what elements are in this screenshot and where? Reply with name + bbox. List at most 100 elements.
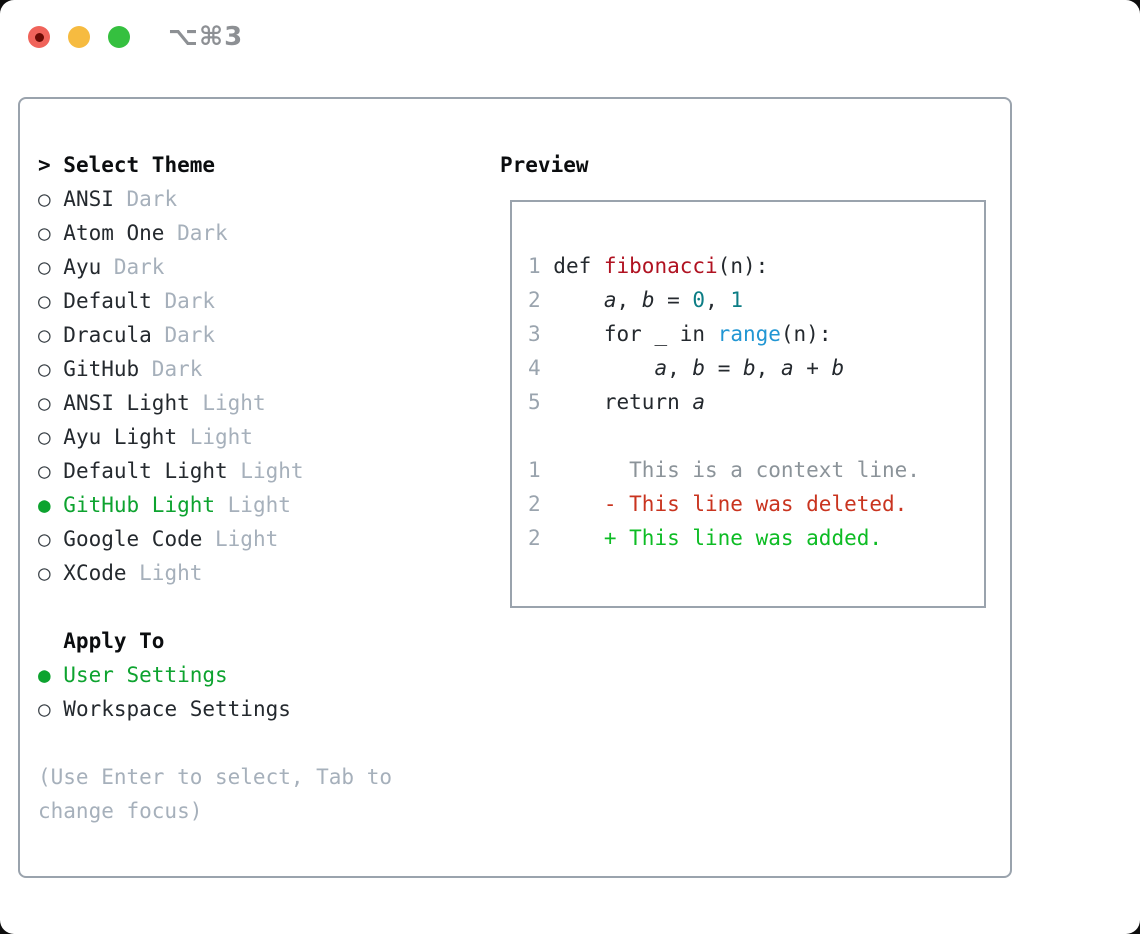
apply-option-user-settings[interactable]: ● User Settings <box>38 658 392 692</box>
theme-variant-label: Light <box>177 425 253 449</box>
code-token: fibonacci <box>603 254 718 278</box>
selected-radio-icon: ● <box>38 663 64 687</box>
code-token: range <box>717 322 781 346</box>
theme-item-default-light[interactable]: ○ Default Light Light <box>38 454 392 488</box>
theme-item-github-light[interactable]: ● GitHub Light Light <box>38 488 392 522</box>
hint-line: change focus) <box>38 799 203 823</box>
theme-selector-column: > Select Theme ○ ANSI Dark○ Atom One Dar… <box>38 148 392 828</box>
code-token: b <box>641 288 655 312</box>
titlebar: ⌥⌘3 <box>0 0 1140 74</box>
line-number: 2 <box>528 526 554 550</box>
radio-icon: ○ <box>38 425 64 449</box>
theme-variant-label: Light <box>215 493 291 517</box>
theme-name: Ayu Light <box>63 425 178 449</box>
theme-item-dracula[interactable]: ○ Dracula Dark <box>38 318 392 352</box>
theme-variant-label: Dark <box>113 187 178 211</box>
code-token: a <box>654 356 668 380</box>
code-token: b <box>831 356 845 380</box>
theme-variant-label: Light <box>126 561 203 585</box>
theme-picker-panel: > Select Theme ○ ANSI Dark○ Atom One Dar… <box>18 97 1012 878</box>
radio-icon: ○ <box>38 323 64 347</box>
code-token: + This line was added. <box>553 526 883 550</box>
code-token: b <box>692 356 706 380</box>
code-token: + <box>793 356 832 380</box>
theme-name: ANSI <box>63 187 114 211</box>
theme-variant-label: Dark <box>101 255 165 279</box>
theme-name: GitHub <box>63 357 140 381</box>
maximize-button[interactable] <box>108 26 130 48</box>
theme-item-atom-one[interactable]: ○ Atom One Dark <box>38 216 392 250</box>
code-token: (n): <box>717 254 769 278</box>
theme-item-ansi-light[interactable]: ○ ANSI Light Light <box>38 386 392 420</box>
spacer <box>38 726 392 760</box>
code-token: = <box>654 288 693 312</box>
code-token: def <box>553 254 604 278</box>
hint-text: (Use Enter to select, Tab to change focus… <box>38 760 392 828</box>
theme-variant-label: Dark <box>151 289 216 313</box>
code-token: 1 <box>730 288 744 312</box>
theme-list: ○ ANSI Dark○ Atom One Dark○ Ayu Dark○ De… <box>38 182 392 590</box>
minimize-button[interactable] <box>68 26 90 48</box>
theme-name: Dracula <box>63 323 152 347</box>
radio-icon: ○ <box>38 391 64 415</box>
apply-to-list: ● User Settings○ Workspace Settings <box>38 658 392 726</box>
code-line: 2 + This line was added. <box>528 521 972 555</box>
theme-name: Ayu <box>63 255 102 279</box>
code-line: 2 - This line was deleted. <box>528 487 972 521</box>
line-number: 1 <box>528 254 554 278</box>
theme-variant-label: Dark <box>151 323 216 347</box>
close-button[interactable] <box>28 26 50 48</box>
theme-item-ansi[interactable]: ○ ANSI Dark <box>38 182 392 216</box>
code-token: a <box>780 356 794 380</box>
theme-name: ANSI Light <box>63 391 190 415</box>
preview-header: Preview <box>500 153 589 177</box>
close-dot-icon <box>34 32 44 42</box>
code-token: 0 <box>692 288 706 312</box>
code-line: 4 a, b = b, a + b <box>528 351 972 385</box>
focus-caret-icon: > <box>38 153 64 177</box>
theme-item-ayu-light[interactable]: ○ Ayu Light Light <box>38 420 392 454</box>
code-token <box>553 356 654 380</box>
code-line: 5 return a <box>528 385 972 419</box>
theme-name: Google Code <box>63 527 203 551</box>
radio-icon: ○ <box>38 289 64 313</box>
line-number: 2 <box>528 288 554 312</box>
theme-item-default[interactable]: ○ Default Dark <box>38 284 392 318</box>
line-number: 4 <box>528 356 554 380</box>
line-number: 1 <box>528 458 554 482</box>
hint-line: (Use Enter to select, Tab to <box>38 765 393 789</box>
theme-item-xcode[interactable]: ○ XCode Light <box>38 556 392 590</box>
code-line: 3 for _ in range(n): <box>528 317 972 351</box>
code-token: This is a context line. <box>553 458 920 482</box>
line-number: 2 <box>528 492 554 516</box>
radio-icon: ○ <box>38 527 64 551</box>
apply-option-workspace-settings[interactable]: ○ Workspace Settings <box>38 692 392 726</box>
theme-variant-label: Dark <box>139 357 203 381</box>
radio-icon: ○ <box>38 697 64 721</box>
theme-item-github[interactable]: ○ GitHub Dark <box>38 352 392 386</box>
radio-icon: ○ <box>38 459 64 483</box>
theme-variant-label: Light <box>227 459 304 483</box>
code-token: , <box>705 288 731 312</box>
radio-icon: ○ <box>38 357 64 381</box>
radio-icon: ○ <box>38 561 64 585</box>
spacer <box>38 590 392 624</box>
code-token: - This line was deleted. <box>553 492 908 516</box>
theme-item-ayu[interactable]: ○ Ayu Dark <box>38 250 392 284</box>
theme-name: Atom One <box>63 221 165 245</box>
code-token: for _ in <box>553 322 718 346</box>
theme-variant-label: Light <box>189 391 266 415</box>
code-token: , <box>755 356 781 380</box>
code-line: 2 a, b = 0, 1 <box>528 283 972 317</box>
apply-option-label: Workspace Settings <box>63 697 291 721</box>
theme-name: Default Light <box>63 459 228 483</box>
select-theme-title: Select Theme <box>63 153 216 177</box>
select-theme-header: > Select Theme <box>38 148 392 182</box>
theme-item-google-code[interactable]: ○ Google Code Light <box>38 522 392 556</box>
code-token: , <box>616 288 642 312</box>
code-token: (n): <box>780 322 832 346</box>
radio-icon: ○ <box>38 221 64 245</box>
code-token <box>553 288 604 312</box>
